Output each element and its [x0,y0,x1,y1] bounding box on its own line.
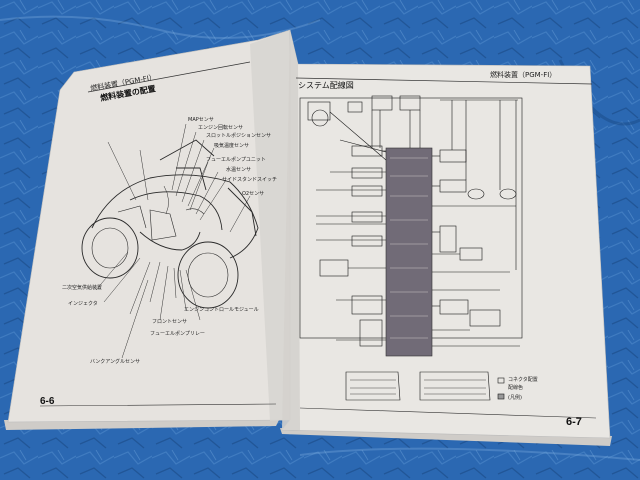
left-label-10: インジェクタ [68,301,98,307]
left-label-12: エンジンコントロールモジュール [184,307,259,313]
left-label-8: O2センサ [242,191,265,197]
connector-pinouts [345,371,505,401]
legend-line-1: コネクタ配置 [508,377,538,383]
left-label-5: フューエルポンプユニット [206,157,266,163]
right-page-number: 6-7 [566,416,582,428]
left-label-2: エンジン回転センサ [198,125,244,131]
left-label-1: MAPセンサ [188,117,214,123]
left-page-number: 6-6 [40,396,55,407]
right-page-header: 燃料装置（PGM-FI） [490,71,557,79]
left-label-6: 水温センサ [226,167,252,173]
left-label-14: バンクアングルセンサ [90,359,141,365]
left-label-11: フロントセンサ [152,319,188,325]
left-label-13: フューエルポンプリレー [150,331,205,337]
leader-lines [95,123,251,359]
motorcycle-illustration [81,139,259,309]
left-label-7: サイドスタンドスイッチ [222,177,278,183]
right-page-title: システム配線図 [298,81,354,90]
legend-line-2: 配線色 [508,385,524,391]
wiring-diagram [299,95,523,357]
left-label-9: 二次空気供給装置 [62,285,103,291]
page-stack-edge-right [280,428,612,446]
left-label-4: 吸気温度センサ [214,143,250,149]
right-page [281,29,611,439]
ecm-block [385,147,433,357]
legend-line-3: (凡例) [508,395,522,401]
left-label-3: スロットルポジションセンサ [206,133,272,139]
